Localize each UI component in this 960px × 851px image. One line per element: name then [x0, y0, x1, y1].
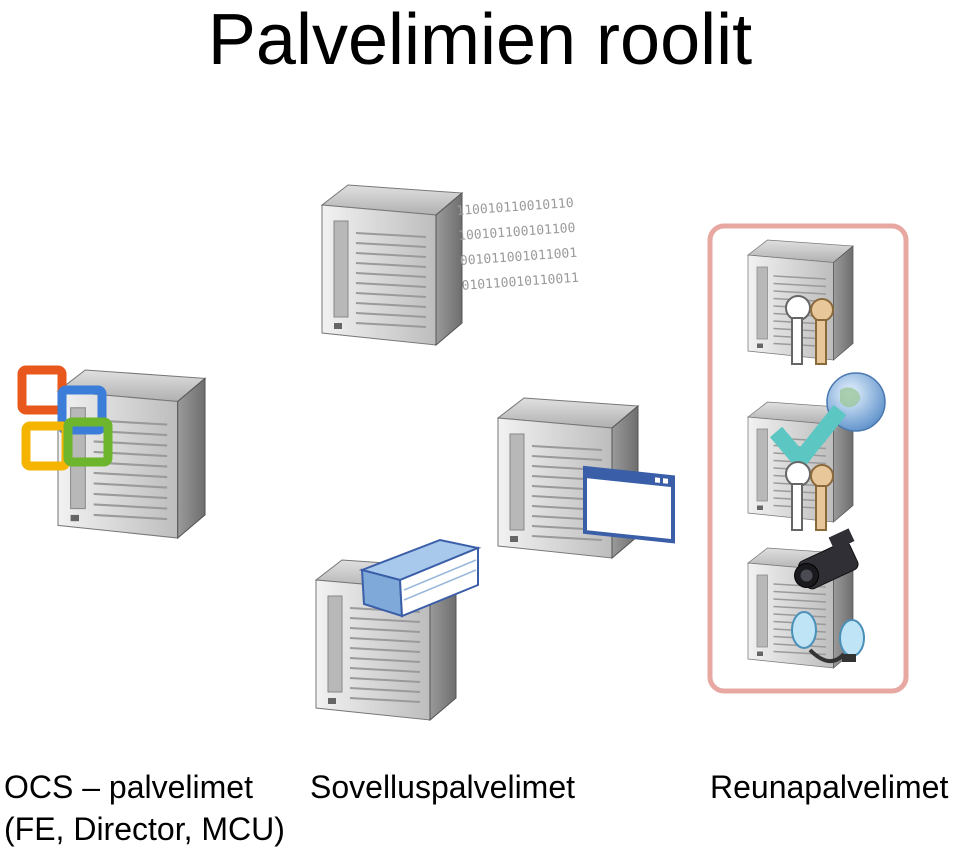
ocs-server — [56, 368, 207, 540]
headset-icon — [791, 611, 865, 663]
office-logo-icon — [17, 365, 113, 471]
key-icon — [785, 461, 834, 531]
application-servers-label: Sovelluspalvelimet — [310, 769, 576, 805]
binary-line: 001011001011001 — [460, 246, 578, 269]
binary-line: 100101100101100 — [458, 221, 576, 244]
binary-line: 110010110010110 — [456, 196, 574, 219]
ocs-servers-sublabel: (FE, Director, MCU) — [4, 811, 285, 847]
binary-line: 010110010110011 — [461, 271, 579, 294]
video-camera-icon — [794, 528, 859, 590]
window-icon — [583, 465, 675, 544]
checkmark-icon — [769, 405, 847, 468]
ocs-servers-label: OCS – palvelimet — [4, 769, 253, 805]
key-icon — [785, 295, 834, 365]
page-title: Palvelimien roolit — [207, 0, 753, 80]
data-server — [321, 184, 463, 346]
binary-stream: 110010110010110 100101100101100 00101100… — [456, 196, 579, 294]
binder-icon — [358, 538, 482, 618]
edge-servers-label: Reunapalvelimet — [710, 769, 949, 805]
